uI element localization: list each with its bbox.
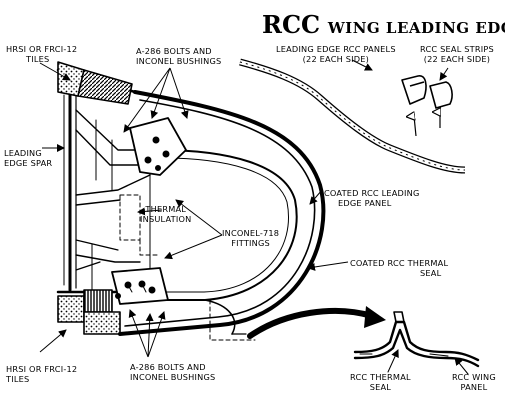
upper-tiles — [57, 61, 133, 105]
label-detail-panel: RCC WING PANEL — [452, 372, 496, 392]
label-spar-line1: LEADING — [4, 148, 42, 158]
label-bolts-bottom: A-286 BOLTS AND INCONEL BUSHINGS — [130, 362, 215, 382]
label-rcc-panels-line2: (22 EACH SIDE) — [302, 54, 370, 64]
label-bolts-top: A-286 BOLTS AND INCONEL BUSHINGS — [118, 46, 221, 66]
diagram-title: RCC WING LEADING EDGE — [262, 10, 505, 39]
label-detail-seal: RCC THERMAL SEAL — [350, 372, 411, 392]
label-insulation-line2: INSULATION — [140, 214, 192, 224]
label-spar-line2: EDGE SPAR — [4, 158, 53, 168]
label-tiles-bottom-line1: HRSI OR FRCI-12 — [6, 364, 78, 374]
label-bolts-bottom-line2: INCONEL BUSHINGS — [130, 372, 216, 382]
label-detail-seal-line1: RCC THERMAL — [350, 372, 411, 382]
upper-fitting — [129, 117, 187, 176]
cross-section — [56, 61, 326, 341]
rcc-panel-outline — [118, 90, 326, 336]
label-tiles-top-line1: HRSI OR FRCI-12 — [6, 44, 78, 54]
label-tiles-bottom-line2: TILES — [6, 374, 30, 384]
label-detail-seal-line2: SEAL — [369, 382, 392, 392]
seal-strip-detail — [401, 75, 453, 109]
leader-lines — [39, 62, 349, 358]
label-fittings-line1: INCONEL-718 — [222, 228, 280, 238]
label-fittings-line2: FITTINGS — [231, 238, 270, 248]
label-seal-strips-line1: RCC SEAL STRIPS — [420, 44, 494, 54]
label-seal-line1: COATED RCC THERMAL — [350, 258, 449, 268]
label-detail-panel-line2: PANEL — [460, 382, 488, 392]
label-tiles-top: HRSI OR FRCI-12 TILES — [6, 44, 77, 64]
title-rest: WING LEADING EDGE — [327, 19, 505, 37]
label-spar: LEADING EDGE SPAR — [4, 148, 52, 168]
label-seal-line2: SEAL — [420, 268, 442, 278]
label-insulation-line1: THERMAL — [145, 204, 187, 214]
label-insulation: THERMAL INSULATION — [140, 204, 191, 224]
label-bolts-bottom-line1: A-286 BOLTS AND — [130, 362, 206, 372]
seal-detail — [353, 311, 480, 375]
label-fittings: INCONEL-718 FITTINGS — [222, 228, 279, 248]
lower-fitting — [111, 267, 169, 305]
label-seal: COATED RCC THERMAL SEAL — [350, 258, 448, 278]
detail-curved-arrow — [247, 307, 375, 339]
label-tiles-bottom: HRSI OR FRCI-12 TILES — [6, 364, 77, 384]
label-bolts-top-line2: INCONEL BUSHINGS — [136, 56, 222, 66]
label-rcc-panels-line1: LEADING EDGE RCC PANELS — [276, 44, 396, 54]
label-rcc-panels: LEADING EDGE RCC PANELS (22 EACH SIDE) — [276, 44, 396, 64]
label-panel: COATED RCC LEADING EDGE PANEL — [324, 188, 420, 208]
label-seal-strips-line2: (22 EACH SIDE) — [423, 54, 491, 64]
label-bolts-top-line1: A-286 BOLTS AND — [136, 46, 212, 56]
rcc-panel-strip — [239, 58, 466, 174]
label-tiles-top-line2: TILES — [26, 54, 50, 64]
insulation-dashed-outline — [119, 194, 141, 241]
title-main: RCC — [262, 10, 321, 39]
label-seal-strips: RCC SEAL STRIPS (22 EACH SIDE) — [420, 44, 494, 64]
label-panel-line1: COATED RCC LEADING — [324, 188, 420, 198]
label-detail-panel-line1: RCC WING — [452, 372, 496, 382]
lower-tiles — [57, 289, 121, 335]
label-panel-line2: EDGE PANEL — [338, 198, 392, 208]
